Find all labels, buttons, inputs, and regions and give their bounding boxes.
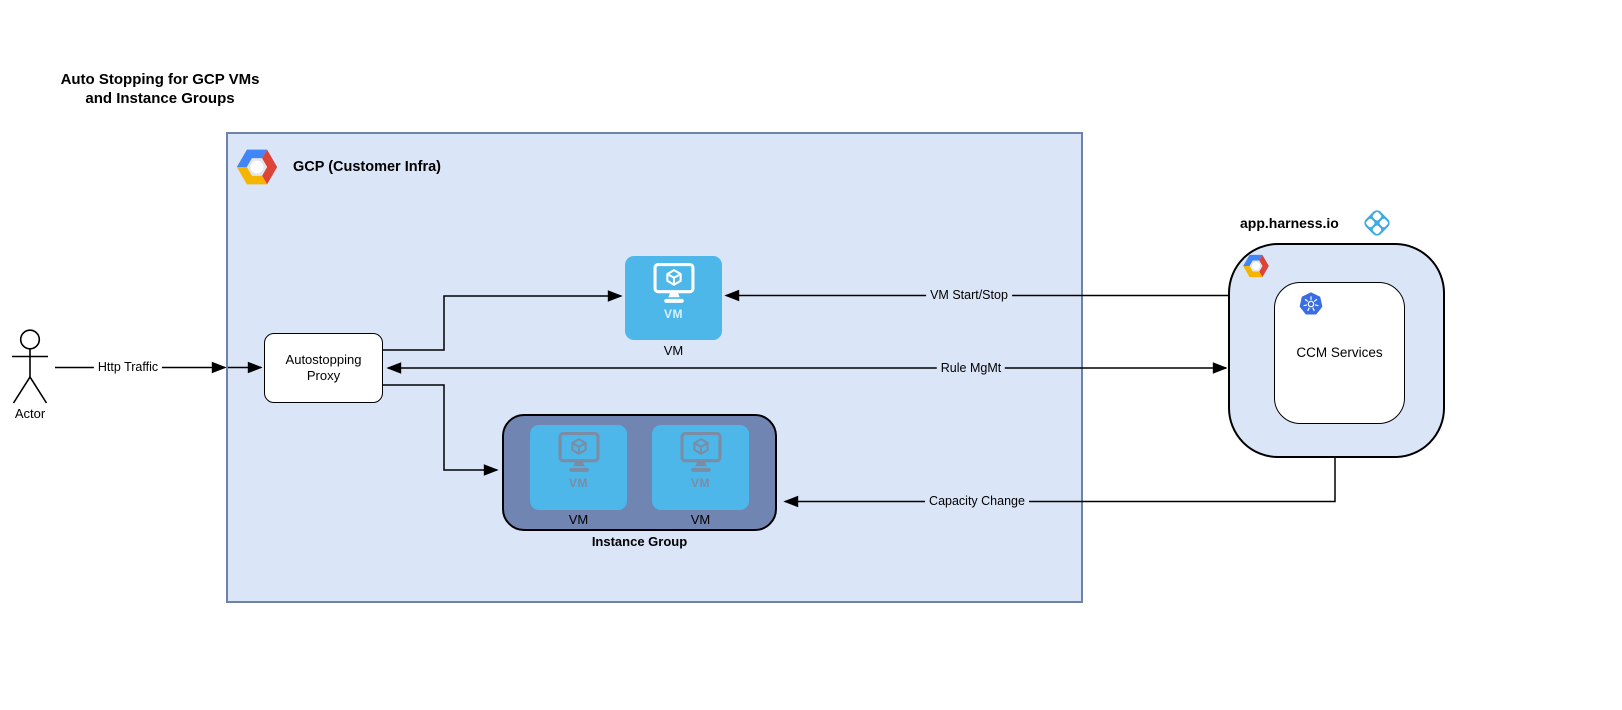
harness-logo-icon [1362, 208, 1392, 238]
monitor-icon [680, 432, 721, 474]
vm-icon-label: VM [691, 476, 710, 490]
rule-mgmt-label: Rule MgMt [936, 361, 1006, 375]
diagram-title: Auto Stopping for GCP VMs and Instance G… [60, 71, 260, 107]
vm-start-stop-label: VM Start/Stop [926, 288, 1012, 302]
monitor-icon [653, 263, 694, 305]
vm-node: VM [625, 256, 722, 340]
vm-icon-label: VM [664, 307, 683, 321]
autostopping-proxy-node: Autostopping Proxy [264, 333, 383, 403]
capacity-change-label: Capacity Change [925, 494, 1029, 508]
instance-group-label: Instance Group [591, 534, 688, 549]
kubernetes-icon [1299, 292, 1323, 315]
instance-group-vm-caption: VM [690, 512, 711, 527]
actor-icon [12, 329, 48, 404]
gcp-label: GCP (Customer Infra) [293, 159, 441, 175]
harness-label: app.harness.io [1240, 215, 1339, 231]
instance-group-vm-node: VM [530, 425, 627, 510]
vm-icon-label: VM [569, 476, 588, 490]
actor-label: Actor [14, 406, 46, 421]
monitor-icon [558, 432, 599, 474]
gcp-mini-logo-icon [1243, 254, 1269, 278]
gcp-header: GCP (Customer Infra) [235, 145, 441, 189]
instance-group-vm-caption: VM [568, 512, 589, 527]
http-traffic-label: Http Traffic [93, 360, 163, 374]
ccm-services-node: CCM Services [1274, 282, 1405, 424]
gcp-logo-icon [236, 149, 278, 185]
ccm-services-label: CCM Services [1296, 345, 1383, 360]
instance-group-node: VM VM VM VM [502, 414, 777, 531]
autostopping-proxy-label: Autostopping Proxy [285, 352, 362, 383]
instance-group-vm-node: VM [652, 425, 749, 510]
vm-caption: VM [663, 343, 684, 358]
harness-container: CCM Services [1228, 243, 1445, 458]
